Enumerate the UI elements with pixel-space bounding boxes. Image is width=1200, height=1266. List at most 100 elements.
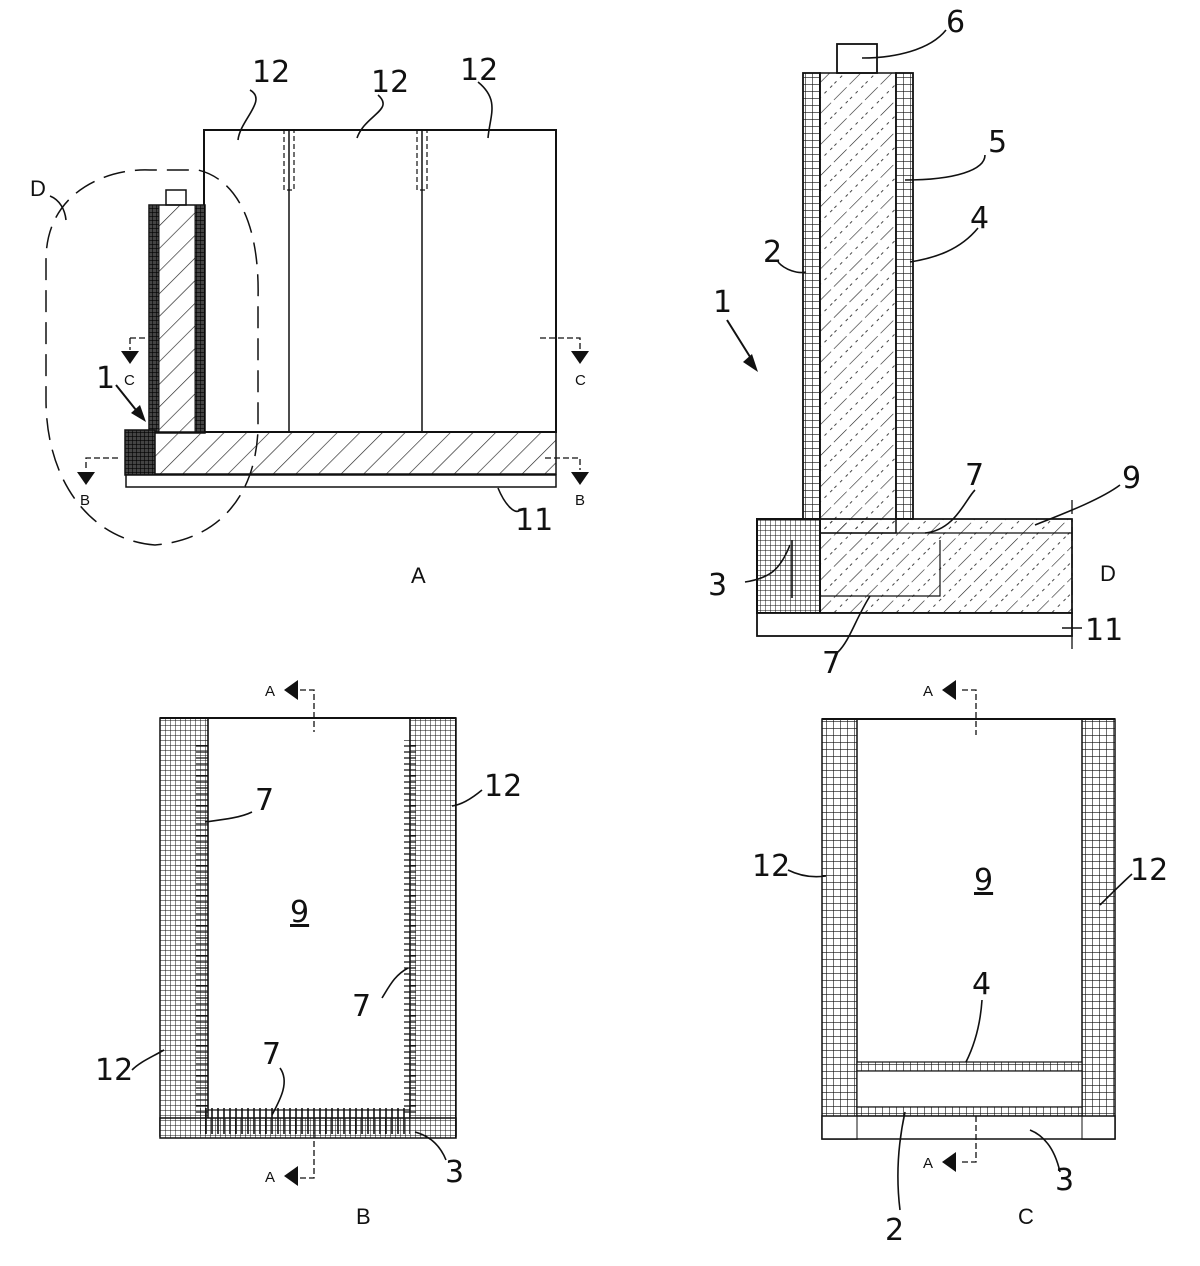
view-b-label-3: 3 [445,1155,464,1190]
view-a-section-c-right-arrow [571,351,589,364]
view-d-leader-1-arrow [743,354,758,372]
view-c-leader-4 [965,999,983,1063]
view-a-leader-12c [477,81,493,139]
view-b-caption: B [356,1204,371,1229]
view-a-label-c-left: C [124,372,135,389]
view-c-section-a-bottom [962,1116,977,1163]
view-b: A A 12 7 9 7 7 12 3 B [95,680,522,1229]
view-a-label-1: 1 [96,361,115,396]
view-b-section-a-bottom [300,1132,315,1179]
view-c-section-a-bottom-arrow [942,1152,956,1172]
view-d: 6 5 4 2 1 7 9 3 7 11 D [708,5,1141,681]
view-c-right-wall [1081,718,1116,1140]
view-c-section-a-top-arrow [942,680,956,700]
view-d-label-6: 6 [946,5,965,40]
view-a-label-12-right: 12 [460,53,498,88]
view-a-section-c-left-arrow [121,351,139,364]
view-d-toe [756,518,821,614]
view-d-label-11: 11 [1085,613,1123,648]
view-a-stem-inner-face [194,204,206,434]
view-a-connector-2 [416,129,428,191]
view-b-right-wall [409,717,457,1137]
view-c-left-wall [821,718,858,1140]
view-d-leader-6 [861,29,947,59]
view-a-slab [148,431,557,475]
view-c-label-9: 9 [974,863,993,898]
view-b-section-a-bottom-arrow [284,1166,298,1186]
view-d-leader-7-upper [924,489,976,534]
view-b-leader-7-left [204,811,253,823]
view-c-toe [821,1115,1116,1140]
view-d-leader-9 [1034,484,1121,526]
view-a-cap [165,189,187,206]
view-d-label-7-upper: 7 [965,458,984,493]
view-b-joint-bottom [200,1108,410,1134]
view-c-label-a-top: A [923,683,933,700]
view-a: 12 12 12 1 11 D C C B B A [30,53,589,588]
view-a-caption: A [411,563,426,588]
view-c-leader-12-left [787,869,827,878]
view-c-caption: C [1018,1204,1034,1229]
view-b-label-a-bottom: A [265,1169,275,1186]
view-b-label-12-left: 12 [95,1053,133,1088]
view-c-cavity [856,1070,1083,1108]
view-c-label-3: 3 [1055,1163,1074,1198]
view-a-toe [124,429,156,476]
view-b-label-7-left: 7 [255,783,274,818]
view-c-outer-face [856,1106,1083,1117]
view-c-inner-face [856,1061,1083,1072]
view-c: A A 12 9 12 4 2 3 C [752,680,1168,1248]
view-d-leader-7-lower [837,595,871,653]
view-c-label-4: 4 [972,967,991,1002]
view-a-section-b-left [85,457,118,470]
view-d-label-5: 5 [988,125,1007,160]
view-a-label-b-right: B [575,492,585,509]
view-d-label-1: 1 [713,285,732,320]
view-b-label-9: 9 [290,895,309,930]
view-b-section-a-top [300,689,315,732]
view-c-label-a-bottom: A [923,1155,933,1172]
view-b-leader-3 [414,1131,447,1161]
view-b-leader-12-left [131,1049,165,1071]
view-a-leader-11 [497,487,521,512]
view-a-section-b-right-arrow [571,472,589,485]
view-a-stem-outer-face [148,204,160,434]
view-a-section-c-left [129,337,145,350]
view-a-label-c-right: C [575,372,586,389]
view-d-leader-4 [909,227,979,263]
view-d-leader-5 [904,154,986,181]
view-b-label-a-top: A [265,683,275,700]
view-b-joint-left [196,740,208,1115]
view-a-section-c-right [540,337,581,350]
view-b-leader-12-right [451,789,483,807]
view-d-label-2: 2 [763,235,782,270]
view-a-panels [203,129,557,433]
view-d-joint-lower [820,540,941,597]
view-d-inner-face [895,72,914,520]
view-a-connector-1 [283,129,295,191]
view-c-leader-3 [1029,1129,1061,1173]
view-b-label-12-right: 12 [484,769,522,804]
view-b-label-7-bottom: 7 [262,1037,281,1072]
view-c-label-2: 2 [885,1213,904,1248]
view-c-leader-12-right [1099,873,1133,906]
view-d-base [756,612,1073,637]
view-a-label-11: 11 [515,503,553,538]
view-a-leader-12b [356,94,384,139]
view-d-label-4: 4 [970,201,989,236]
view-d-leader-2 [777,261,807,274]
view-a-section-b-left-arrow [77,472,95,485]
view-a-label-d: D [30,176,46,201]
view-c-label-12-left: 12 [752,849,790,884]
view-d-stem-core [819,72,897,534]
view-a-detail-outline [45,169,259,546]
view-d-label-7-lower: 7 [822,646,841,681]
view-a-label-b-left: B [80,492,90,509]
view-a-label-12-left: 12 [252,55,290,90]
view-b-label-7-right: 7 [352,989,371,1024]
view-d-leader-1 [726,319,753,361]
view-c-leader-2 [897,1111,906,1211]
view-b-section-a-top-arrow [284,680,298,700]
view-d-label-3: 3 [708,568,727,603]
